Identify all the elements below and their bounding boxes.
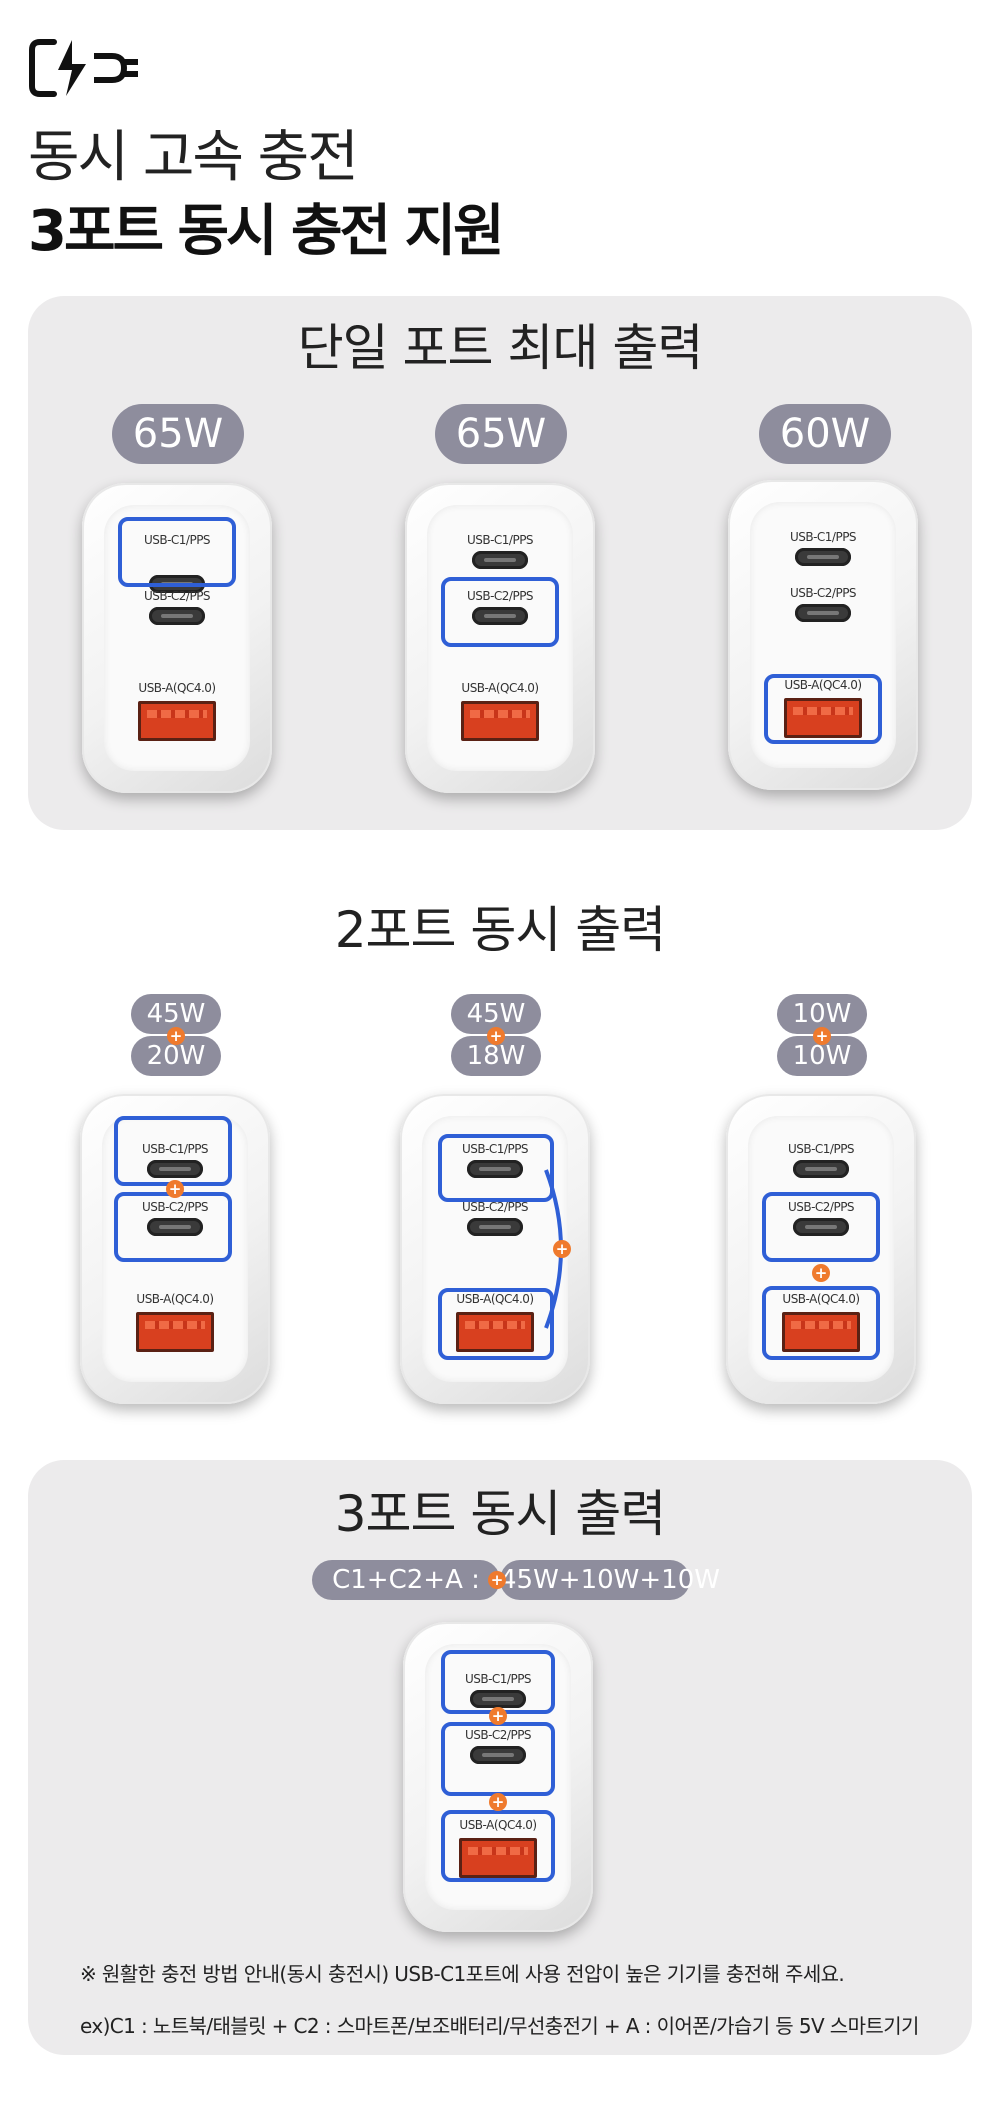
- plus-icon: +: [813, 1027, 831, 1045]
- port-highlight: [438, 1288, 554, 1360]
- single-watt-badge: 60W: [759, 404, 891, 464]
- dual-watt-bottom: 10W: [777, 1036, 867, 1076]
- charger-illustration: USB-C1/PPS USB-C2/PPS USB-A(QC4.0): [728, 480, 918, 790]
- port-label-c1: USB-C1/PPS: [143, 533, 211, 547]
- usb-c2-port: [470, 1746, 526, 1764]
- usb-a-port: [459, 1838, 537, 1878]
- port-label-a: USB-A(QC4.0): [782, 1292, 860, 1306]
- port-highlight: [441, 577, 559, 647]
- port-label-c2: USB-C2/PPS: [143, 589, 211, 603]
- charger-illustration: USB-C1/PPS USB-C2/PPS USB-A(QC4.0) + +: [403, 1622, 593, 1932]
- plus-icon: +: [489, 1707, 507, 1725]
- usb-c1-port: [470, 1690, 526, 1708]
- usb-a-port: [784, 698, 862, 738]
- usb-a-port: [782, 1312, 860, 1352]
- port-label-a: USB-A(QC4.0): [138, 681, 216, 695]
- usb-c1-port: [472, 551, 528, 569]
- usb-a-port: [456, 1312, 534, 1352]
- charger-illustration: USB-C1/PPS USB-C2/PPS USB-A(QC4.0): [82, 483, 272, 793]
- port-label-c2: USB-C2/PPS: [464, 1728, 532, 1742]
- dual-port-title: 2포트 동시 출력: [334, 901, 667, 959]
- usb-a-port: [461, 701, 539, 741]
- usb-c2-port: [795, 604, 851, 622]
- port-label-c1: USB-C1/PPS: [789, 530, 857, 544]
- dual-watt-bottom: 20W: [131, 1036, 221, 1076]
- usb-c2-port: [793, 1218, 849, 1236]
- triple-combo-label: C1+C2+A :: [312, 1560, 500, 1600]
- port-highlight: [441, 1810, 555, 1882]
- usb-a-port: [136, 1312, 214, 1352]
- port-highlight: [114, 1116, 232, 1186]
- port-highlight: [762, 1192, 880, 1262]
- usb-c2-port: [149, 607, 205, 625]
- charger-illustration: USB-C1/PPS USB-C2/PPS USB-A(QC4.0) +: [400, 1094, 590, 1404]
- port-highlight: [118, 517, 236, 587]
- port-highlight: [114, 1192, 232, 1262]
- single-watt-badge: 65W: [435, 404, 567, 464]
- port-highlight: [438, 1134, 554, 1202]
- charger-illustration: USB-C1/PPS USB-C2/PPS USB-A(QC4.0) +: [80, 1094, 270, 1404]
- usb-c1-port: [467, 1160, 523, 1178]
- port-label-c2: USB-C2/PPS: [141, 1200, 209, 1214]
- port-highlight: [764, 674, 882, 744]
- single-port-title: 단일 포트 최대 출력: [297, 319, 704, 377]
- port-label-c1: USB-C1/PPS: [466, 533, 534, 547]
- port-highlight: [441, 1722, 555, 1796]
- usb-c2-port: [147, 1218, 203, 1236]
- plus-icon: +: [488, 1571, 506, 1589]
- port-label-a: USB-A(QC4.0): [784, 678, 862, 692]
- triple-port-title: 3포트 동시 출력: [334, 1485, 667, 1543]
- usb-c1-port: [793, 1160, 849, 1178]
- single-watt-badge: 65W: [112, 404, 244, 464]
- note-line-1: ※ 원활한 충전 방법 안내(동시 충전시) USB-C1포트에 사용 전압이 …: [80, 1962, 845, 1986]
- port-label-a: USB-A(QC4.0): [136, 1292, 214, 1306]
- usb-c1-port: [147, 1160, 203, 1178]
- port-label-a: USB-A(QC4.0): [456, 1292, 534, 1306]
- port-label-c2: USB-C2/PPS: [789, 586, 857, 600]
- plus-icon: +: [489, 1793, 507, 1811]
- port-label-a: USB-A(QC4.0): [459, 1818, 537, 1832]
- port-highlight: [441, 1650, 555, 1714]
- usb-c2-port: [467, 1218, 523, 1236]
- charging-plug-icon: [29, 39, 138, 97]
- headline-bold: 3포트 동시 충전 지원: [28, 199, 505, 264]
- charger-illustration: USB-C1/PPS USB-C2/PPS USB-A(QC4.0) +: [726, 1094, 916, 1404]
- port-label-a: USB-A(QC4.0): [461, 681, 539, 695]
- plus-icon: +: [166, 1180, 184, 1198]
- note-line-2: ex)C1 : 노트북/태블릿 + C2 : 스마트폰/보조배터리/무선충전기 …: [80, 2014, 919, 2038]
- plus-icon: +: [812, 1264, 830, 1282]
- port-label-c1: USB-C1/PPS: [461, 1142, 529, 1156]
- charger-illustration: USB-C1/PPS USB-C2/PPS USB-A(QC4.0): [405, 483, 595, 793]
- port-label-c1: USB-C1/PPS: [141, 1142, 209, 1156]
- usb-c2-port: [472, 607, 528, 625]
- port-label-c2: USB-C2/PPS: [461, 1200, 529, 1214]
- plus-icon: +: [487, 1027, 505, 1045]
- headline-light: 동시 고속 충전: [28, 125, 359, 190]
- port-label-c2: USB-C2/PPS: [787, 1200, 855, 1214]
- port-label-c2: USB-C2/PPS: [466, 589, 534, 603]
- port-label-c1: USB-C1/PPS: [787, 1142, 855, 1156]
- usb-c1-port: [795, 548, 851, 566]
- usb-a-port: [138, 701, 216, 741]
- port-label-c1: USB-C1/PPS: [464, 1672, 532, 1686]
- port-highlight: [762, 1286, 880, 1360]
- plus-icon: +: [553, 1240, 571, 1258]
- plus-icon: +: [167, 1027, 185, 1045]
- triple-combo-value: 45W+10W+10W: [500, 1560, 720, 1600]
